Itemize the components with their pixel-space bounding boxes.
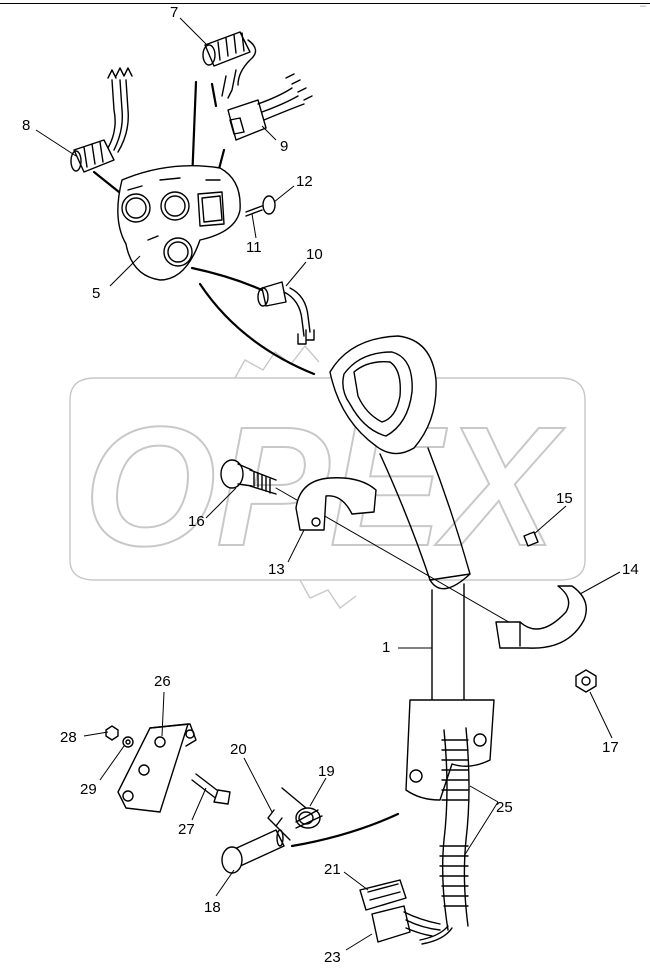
bolt-part — [191, 773, 231, 805]
wiring-harness-part — [419, 727, 470, 945]
rocker-switch-part — [227, 73, 313, 141]
callout-11: 11 — [246, 239, 262, 256]
bracket-block-part — [117, 723, 197, 813]
callout-5: 5 — [92, 285, 100, 302]
callout-16: 16 — [188, 513, 205, 530]
nut-small-part — [105, 725, 119, 741]
callout-labels: 7 8 9 5 12 11 10 16 13 15 14 1 17 26 28 … — [22, 4, 639, 966]
callout-13: 13 — [268, 561, 285, 578]
switch-with-lead-part — [202, 31, 257, 99]
callout-10: 10 — [306, 246, 323, 263]
pivot-pin-part — [221, 829, 285, 874]
callout-19: 19 — [318, 763, 335, 780]
watermark: OPEX — [69, 344, 586, 610]
clamp-lower-part — [495, 585, 587, 649]
torsion-spring-part — [281, 787, 323, 829]
callout-27: 27 — [178, 821, 195, 838]
callout-26: 26 — [154, 673, 171, 690]
callout-18: 18 — [204, 899, 221, 916]
corner-mark: °°° — [640, 5, 646, 10]
callout-1: 1 — [382, 639, 390, 656]
clamp-upper-part — [295, 477, 377, 531]
callout-25: 25 — [496, 799, 513, 816]
push-button-part — [257, 281, 315, 345]
clip-part — [523, 531, 539, 547]
callout-29: 29 — [80, 781, 97, 798]
rotary-switch-part — [70, 67, 133, 173]
callout-9: 9 — [280, 138, 288, 155]
leader-lines — [35, 17, 621, 951]
callout-7: 7 — [170, 4, 178, 21]
connector-lower-part — [371, 905, 441, 943]
callout-28: 28 — [60, 729, 77, 746]
callout-17: 17 — [602, 739, 619, 756]
connector-upper-part — [359, 879, 407, 911]
panel-screw-part — [245, 195, 276, 217]
washer-part — [122, 736, 134, 748]
callout-20: 20 — [230, 741, 247, 758]
callout-23: 23 — [324, 949, 341, 966]
adjuster-knob-part — [220, 459, 277, 495]
header-rule — [0, 3, 650, 4]
switch-panel-part — [117, 165, 241, 281]
callout-14: 14 — [622, 561, 639, 578]
callout-21: 21 — [324, 861, 341, 878]
callout-12: 12 — [296, 173, 313, 190]
callout-15: 15 — [556, 490, 573, 507]
nut-part — [575, 669, 597, 693]
callout-8: 8 — [22, 117, 30, 134]
